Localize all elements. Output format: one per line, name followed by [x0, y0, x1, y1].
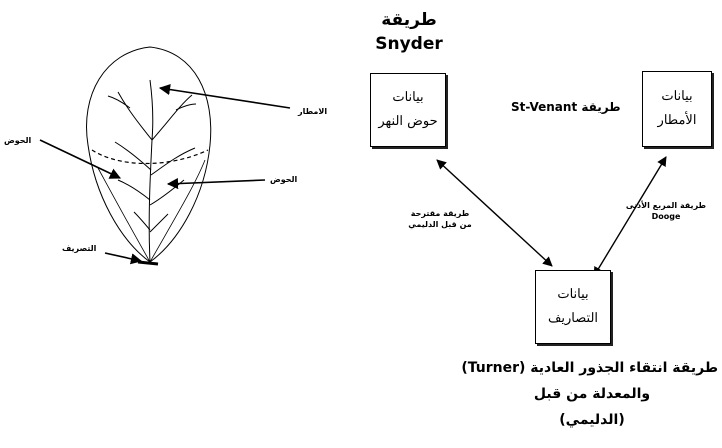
label-basin-left: الحوض	[4, 136, 32, 145]
box-river-basin-line1: بيانات	[392, 90, 424, 105]
bottom-method-line1: طريقة انتقاء الجذور العادية (Turner)	[461, 360, 718, 376]
double-arrow-right	[593, 156, 667, 277]
box-river-basin: بيانات حوض النهر	[370, 73, 446, 147]
leaf-divide-dashed	[91, 149, 209, 165]
leaf-veins	[107, 79, 197, 263]
right-method-line1: طريقة المربع الأدنى	[625, 201, 707, 210]
arrow-basin-left	[39, 139, 122, 179]
label-st-venant: طريقة St-Venant	[511, 100, 621, 114]
snyder-line2: Snyder	[375, 34, 443, 54]
right-method-line2: Dooge	[651, 212, 681, 221]
box-discharge-line2: التصاريف	[547, 311, 599, 326]
box-rainfall: بيانات الأمطار	[642, 71, 712, 147]
arrow-rain	[158, 83, 291, 109]
left-method-line2: من قبل الدليمي	[408, 220, 472, 229]
double-arrow-left	[436, 159, 553, 267]
box-discharge: بيانات التصاريف	[535, 270, 611, 344]
box-river-basin-line2: حوض النهر	[378, 114, 438, 129]
left-method-line1: طريقة مقترحة	[410, 209, 470, 218]
leaf-outline	[86, 46, 212, 263]
bottom-method-line3: (الدليمي)	[559, 412, 625, 428]
box-rainfall-line1: بيانات	[661, 89, 693, 104]
label-rain: الامطار	[298, 107, 328, 116]
label-left-method: طريقة مقترحة من قبل الدليمي	[398, 208, 482, 230]
bottom-method-line2: والمعدلة من قبل	[533, 386, 651, 402]
label-discharge: التصريف	[62, 244, 97, 253]
arrow-discharge	[104, 252, 143, 265]
arrow-basin-right	[166, 177, 266, 190]
box-discharge-line1: بيانات	[557, 287, 589, 302]
label-right-method: طريقة المربع الأدنى Dooge	[620, 200, 712, 222]
label-bottom-method: طريقة انتقاء الجذور العادية (Turner) وال…	[461, 355, 718, 433]
snyder-line1: طريقة	[381, 10, 437, 30]
outlet-mark	[137, 260, 159, 266]
snyder-title: طريقة Snyder	[368, 8, 450, 56]
box-rainfall-line2: الأمطار	[657, 113, 697, 128]
label-basin-right: الحوض	[270, 175, 298, 184]
